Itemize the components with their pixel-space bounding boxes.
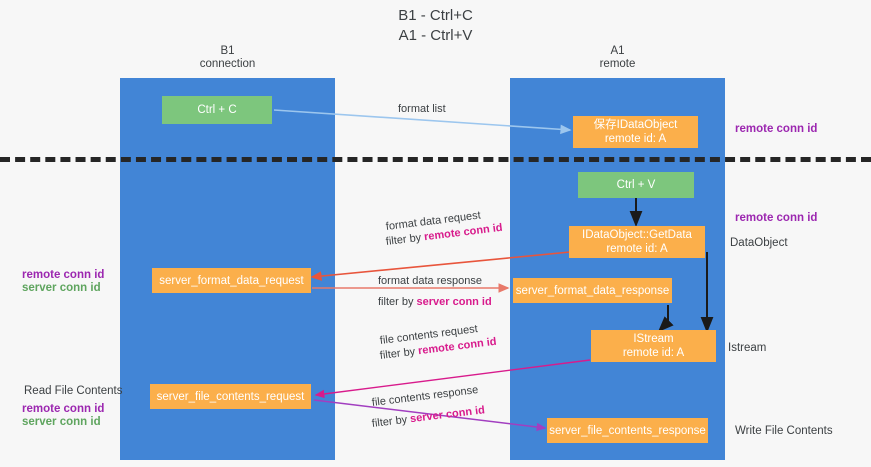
- node-server-format-data-request-label: server_format_data_request: [159, 274, 304, 287]
- annotation-left-server-conn-id-2: server conn id: [22, 416, 101, 428]
- annotation-right-dataobject: DataObject: [730, 237, 788, 249]
- node-server-file-contents-request[interactable]: server_file_contents_request: [150, 384, 311, 409]
- node-server-format-data-response[interactable]: server_format_data_response: [513, 278, 672, 303]
- lane-header-a1: A1 remote: [510, 45, 725, 71]
- node-ctrl-c[interactable]: Ctrl + C: [162, 96, 272, 124]
- annotation-left-remote-conn-id-2: remote conn id: [22, 403, 105, 415]
- node-save-idataobject[interactable]: 保存IDataObject remote id: A: [573, 116, 698, 148]
- node-server-file-contents-request-label: server_file_contents_request: [156, 390, 305, 403]
- title-line-1: B1 - Ctrl+C: [398, 7, 473, 24]
- annotation-right-istream: Istream: [728, 342, 767, 354]
- annotation-left-remote-conn-id: remote conn id: [22, 269, 105, 281]
- edge-label-format-data-response-line1: format data response: [378, 275, 482, 287]
- node-istream-line2: remote id: A: [622, 347, 685, 359]
- edge-label-file-contents-request: file contents request filter by remote c…: [379, 323, 497, 364]
- annotation-right-remote-conn-id-top: remote conn id: [735, 123, 818, 135]
- title-line-2: A1 - Ctrl+V: [398, 27, 473, 44]
- node-idataobject-getdata[interactable]: IDataObject::GetData remote id: A: [569, 226, 705, 258]
- node-server-format-data-request[interactable]: server_format_data_request: [152, 268, 311, 293]
- annotation-right-write-file-contents: Write File Contents: [735, 425, 833, 437]
- edge-label-format-data-response: format data response filter by server co…: [378, 274, 492, 310]
- edge-label-file-contents-response: file contents response filter by server …: [371, 384, 486, 432]
- edge-label-format-data-response-line2: filter by server conn id: [378, 295, 492, 310]
- node-server-file-contents-response-label: server_file_contents_response: [549, 424, 706, 437]
- lane-header-b1-name: B1: [220, 45, 235, 57]
- node-istream-line1: IStream: [633, 333, 674, 345]
- node-ctrl-v-label: Ctrl + V: [616, 179, 656, 191]
- edge-label-fdresp-key: server conn id: [416, 296, 492, 308]
- edge-label-format-list: format list: [398, 103, 446, 115]
- node-getdata-line2: remote id: A: [606, 243, 668, 255]
- node-server-format-data-response-label: server_format_data_response: [515, 284, 670, 297]
- lane-header-b1: B1 connection: [120, 45, 335, 71]
- annotation-right-remote-conn-id-mid: remote conn id: [735, 212, 818, 224]
- edge-label-fcresp-key: server conn id: [409, 404, 486, 426]
- node-ctrl-c-label: Ctrl + C: [197, 104, 237, 116]
- lane-header-a1-name: A1: [610, 45, 625, 57]
- node-getdata-line1: IDataObject::GetData: [582, 229, 692, 241]
- node-server-file-contents-response[interactable]: server_file_contents_response: [547, 418, 708, 443]
- node-save-idataobject-line1: 保存IDataObject: [593, 119, 678, 131]
- edge-label-fdreq-prefix: filter by: [385, 231, 425, 248]
- phase-divider: [0, 157, 871, 162]
- node-ctrl-v[interactable]: Ctrl + V: [578, 172, 694, 198]
- annotation-left-server-conn-id: server conn id: [22, 282, 101, 294]
- edge-label-fcreq-prefix: filter by: [379, 345, 419, 362]
- edge-label-fcresp-prefix: filter by: [371, 413, 411, 430]
- lane-header-b1-role: connection: [199, 58, 256, 70]
- node-istream[interactable]: IStream remote id: A: [591, 330, 716, 362]
- annotation-left-read-file-contents: Read File Contents: [24, 385, 123, 397]
- edge-label-format-data-request: format data request filter by remote con…: [385, 209, 503, 250]
- node-save-idataobject-line2: remote id: A: [604, 133, 667, 145]
- lane-header-a1-role: remote: [599, 58, 636, 70]
- edge-label-fdresp-prefix: filter by: [378, 296, 417, 308]
- page-title: B1 - Ctrl+C A1 - Ctrl+V: [0, 6, 871, 46]
